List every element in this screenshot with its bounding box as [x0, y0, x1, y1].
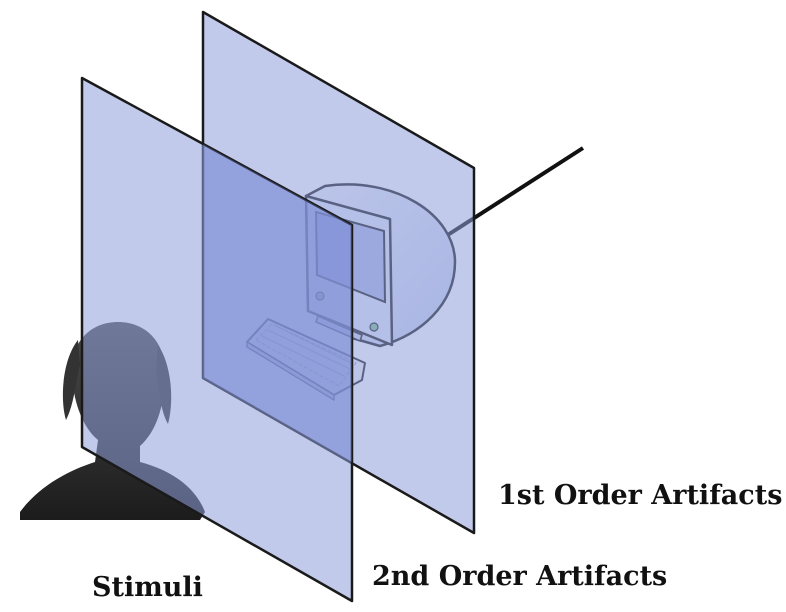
plane-overlap [203, 144, 352, 462]
stimuli-label: Stimuli [92, 572, 203, 603]
first-order-label: 1st Order Artifacts [498, 480, 783, 511]
second-order-plane [80, 76, 354, 603]
second-order-label: 2nd Order Artifacts [372, 561, 668, 592]
